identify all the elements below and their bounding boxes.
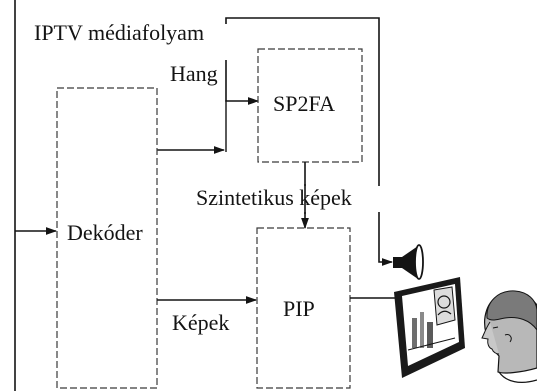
speaker-icon	[393, 245, 423, 279]
tv-monitor-icon	[394, 277, 465, 378]
synthetic-label: Szintetikus képek	[196, 185, 352, 210]
media-stream-top-line	[226, 18, 392, 262]
hang-label: Hang	[170, 61, 218, 86]
viewer-head-icon	[482, 291, 537, 382]
sp2fa-label: SP2FA	[273, 91, 335, 116]
decoder-label: Dekóder	[67, 220, 143, 245]
kepek-label: Képek	[172, 310, 229, 335]
hang-line	[226, 60, 258, 101]
pip-label: PIP	[283, 296, 315, 321]
diagram-title: IPTV médiafolyam	[34, 20, 204, 45]
